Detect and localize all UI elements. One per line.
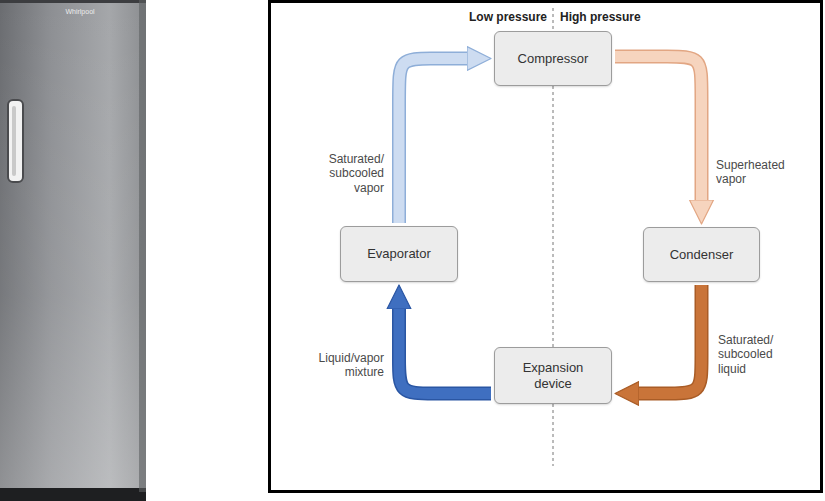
flow-arrow bbox=[399, 307, 491, 394]
pressure-heading: High pressure bbox=[560, 10, 660, 24]
arrow-body bbox=[399, 59, 469, 224]
process-box: Expansion device bbox=[494, 347, 612, 404]
diagram-frame bbox=[270, 2, 822, 492]
arrow-outline bbox=[399, 307, 491, 394]
flow-label: Superheated vapor bbox=[716, 158, 806, 187]
flow-label: Saturated/ subcooled vapor bbox=[296, 152, 384, 195]
flow-label: Liquid/vapor mixture bbox=[296, 351, 384, 380]
arrow-outline bbox=[399, 59, 469, 224]
arrow-outline bbox=[637, 285, 702, 394]
process-box: Compressor bbox=[494, 31, 612, 86]
box-label: Compressor bbox=[518, 51, 589, 67]
arrow-outline bbox=[615, 57, 702, 203]
box-label: Evaporator bbox=[367, 246, 431, 262]
flow-label: Saturated/ subcooled liquid bbox=[718, 333, 802, 376]
pressure-heading: Low pressure bbox=[455, 10, 547, 24]
arrow-body bbox=[637, 285, 702, 394]
flow-arrow bbox=[637, 285, 702, 394]
box-label: Expansion device bbox=[511, 360, 595, 391]
flow-arrow bbox=[615, 57, 702, 203]
process-box: Condenser bbox=[643, 227, 760, 282]
process-box: Evaporator bbox=[340, 226, 458, 282]
refrigerator bbox=[0, 0, 146, 501]
arrow-body bbox=[615, 57, 702, 203]
brand-logo: Whirlpool bbox=[60, 8, 100, 16]
door-handle bbox=[8, 100, 23, 182]
flow-arrow bbox=[399, 59, 469, 224]
arrow-body bbox=[399, 307, 491, 394]
box-label: Condenser bbox=[670, 247, 734, 263]
